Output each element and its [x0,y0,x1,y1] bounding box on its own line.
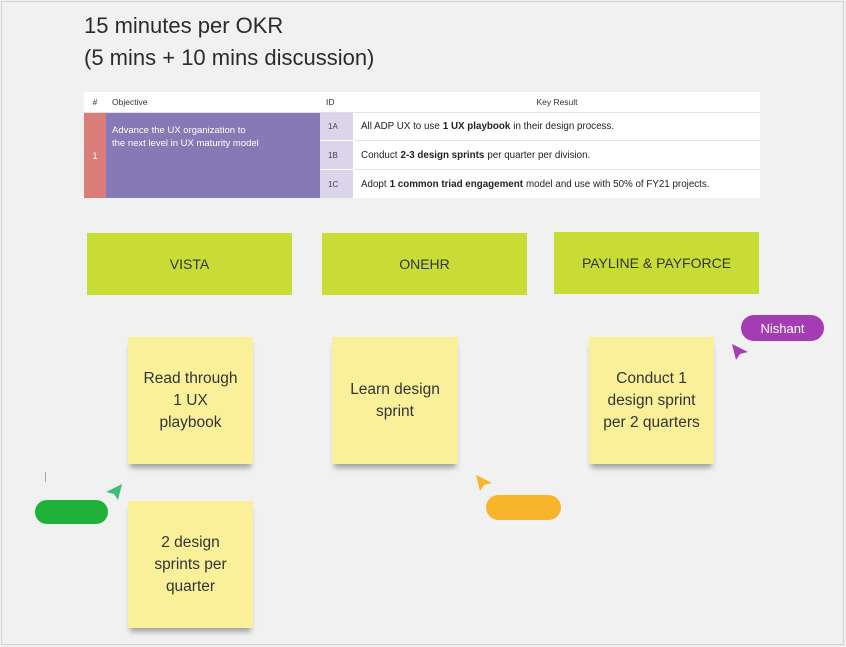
cursor-label-yellow [486,495,561,520]
page-title: 15 minutes per OKR [84,13,284,38]
kr-text: Conduct [361,149,398,161]
id-cell: 1C [320,170,353,198]
cursor-arrow-icon [476,475,492,491]
objective-cell: Advance the UX organization to the next … [106,113,320,198]
sticky-text: Learn design sprint [350,380,440,420]
page-subtitle: (5 mins + 10 mins discussion) [84,45,375,70]
row-number: 1 [84,113,106,198]
divider [84,112,760,113]
sticky-note[interactable]: Read through 1 UX playbook [128,337,253,464]
column-header-onehr[interactable]: ONEHR [322,233,527,295]
header-objective: Objective [112,97,148,107]
id-cell: 1A [320,113,353,140]
sticky-text: Read through 1 UX playbook [143,369,238,431]
key-result-cell: Conduct 2-3 design sprints per quarter p… [354,141,760,169]
cursor-arrow-icon [732,344,748,360]
id-cell: 1B [320,141,353,169]
kr-text: Adopt [361,178,387,190]
kr-bold: 1 UX playbook [442,121,511,132]
kr-bold: 2-3 design sprints [400,149,485,161]
key-result-cell: Adopt 1 common triad engagement model an… [354,170,760,198]
sticky-text: 2 design sprints per quarter [154,533,227,595]
cursor-arrow-icon [106,484,122,500]
sticky-note[interactable]: 2 design sprints per quarter [128,501,253,628]
column-header-vista[interactable]: VISTA [87,233,292,295]
divider [354,169,760,170]
okr-table[interactable]: # Objective ID Key Result 1 Advance the … [84,92,760,198]
kr-text: in their design process. [513,121,615,132]
divider [354,140,760,141]
cursor-caret [45,472,46,482]
header-num: # [92,97,98,107]
kr-text: per quarter per division. [487,149,591,161]
kr-text: model and use with 50% of FY21 projects. [525,178,710,190]
sticky-note[interactable]: Learn design sprint [332,337,458,464]
header-key-result: Key Result [536,97,578,107]
kr-text: All ADP UX to use [361,121,440,132]
sticky-text: Conduct 1 design sprint per 2 quarters [603,369,700,431]
sticky-note[interactable]: Conduct 1 design sprint per 2 quarters [589,337,714,464]
column-header-payline-payforce[interactable]: PAYLINE & PAYFORCE [554,232,759,294]
key-result-cell: All ADP UX to use 1 UX playbook in their… [354,113,760,140]
header-id: ID [326,97,335,107]
cursor-label-green [35,500,108,524]
cursor-label-nishant: Nishant [741,315,824,341]
kr-bold: 1 common triad engagement [389,178,523,190]
